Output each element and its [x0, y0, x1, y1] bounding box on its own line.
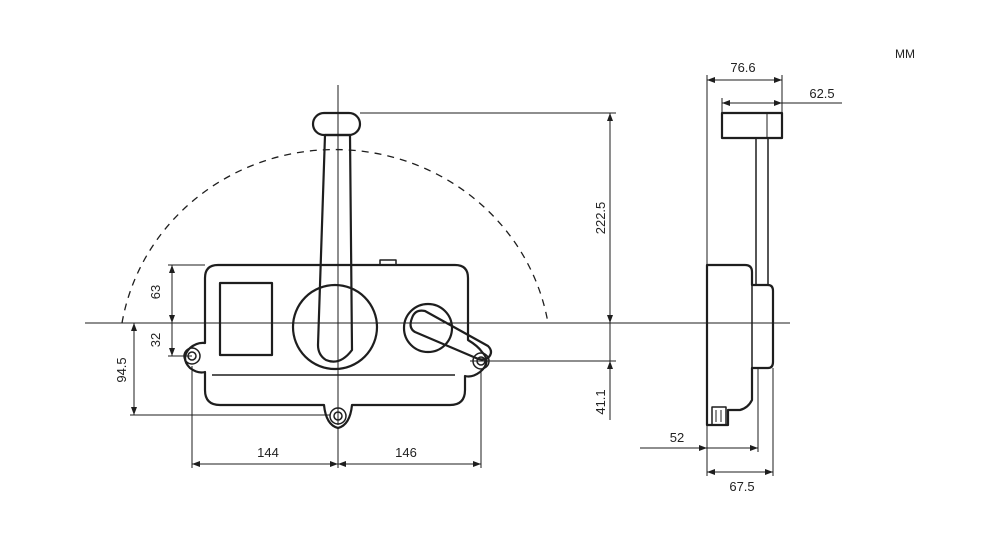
dim-62-5-label: 62.5: [809, 86, 834, 101]
centerlines: [85, 85, 790, 425]
side-view: [705, 111, 784, 427]
secondary-hub: [402, 302, 454, 354]
indicator-window: [218, 281, 274, 357]
lever-sweep-arc: [121, 148, 549, 324]
dim-bottom-widths: [191, 366, 482, 468]
front-view: [183, 111, 493, 430]
dim-side-top: [706, 75, 842, 265]
dim-76-6-label: 76.6: [730, 60, 755, 75]
dim-94-5-label: 94.5: [114, 357, 129, 382]
dim-67-5-label: 67.5: [729, 479, 754, 494]
dim-side-bottom: [640, 368, 774, 476]
main-lever: [316, 133, 354, 363]
control-housing: [183, 263, 488, 430]
side-lever-grip: [720, 111, 784, 140]
dim-right-verticals: [360, 112, 616, 420]
lever-grip: [311, 111, 362, 137]
dim-52-label: 52: [670, 430, 684, 445]
dim-41-1-label: 41.1: [593, 389, 608, 414]
mounting-hole-bottom: [329, 407, 347, 425]
dim-left-verticals: [130, 264, 330, 416]
dim-32-label: 32: [148, 333, 163, 347]
dim-222-5-label: 222.5: [593, 202, 608, 235]
top-tab: [379, 259, 397, 266]
side-housing: [705, 263, 775, 427]
dim-144-label: 144: [257, 445, 279, 460]
dim-146-label: 146: [395, 445, 417, 460]
units-label: MM: [895, 47, 915, 61]
side-connector: [711, 406, 727, 426]
dim-63-label: 63: [148, 285, 163, 299]
lever-hub: [291, 283, 379, 371]
